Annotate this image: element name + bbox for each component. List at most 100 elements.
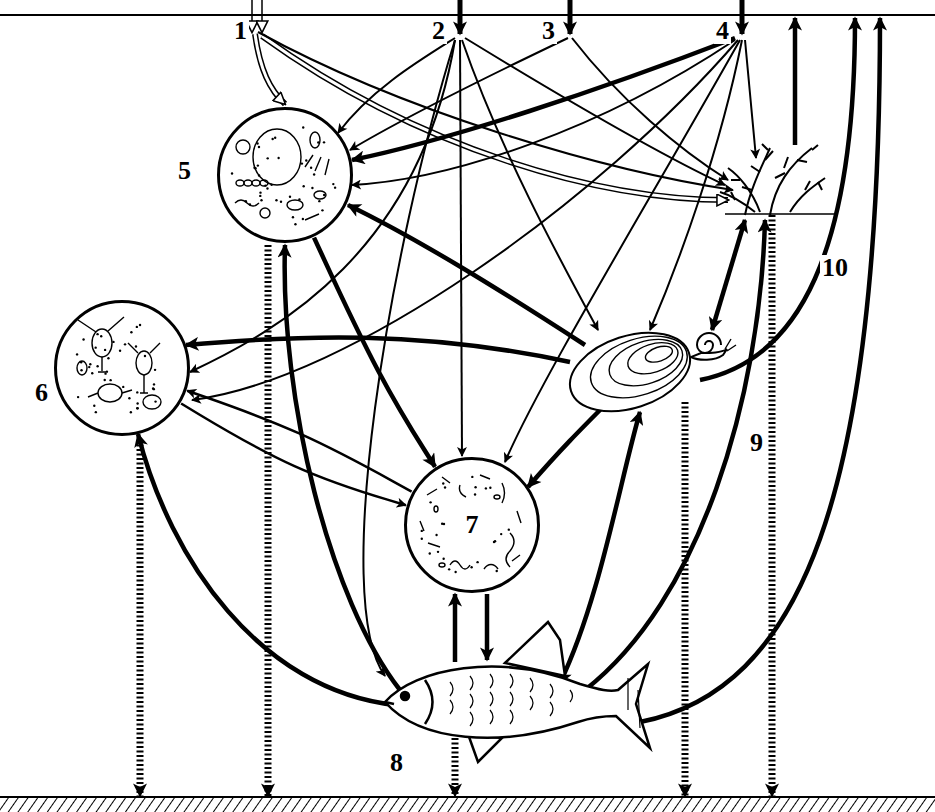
organism (314, 191, 326, 199)
particle-dot (144, 355, 146, 357)
particle-dot (274, 137, 276, 139)
thin-flow-arrows-part (462, 40, 598, 330)
aquatic-plant-part (731, 144, 822, 200)
particle-dot (441, 522, 443, 524)
callout-number: 4 (714, 18, 731, 44)
thick-flow-arrows-part (712, 220, 745, 330)
organism (305, 155, 329, 175)
flow-arrow (181, 404, 406, 506)
thick-flow-arrows-part (186, 337, 570, 362)
organism (494, 495, 500, 499)
particle-dot (257, 164, 259, 166)
particle-dot (275, 199, 277, 201)
particle-dot (323, 194, 325, 196)
particle-dot (313, 173, 315, 175)
callout-number: 7 (464, 512, 481, 538)
organism-doodles (76, 317, 161, 413)
particle-dot (302, 185, 304, 187)
particle-dot (302, 218, 304, 220)
sedimentation-arrows-part (682, 402, 689, 796)
particle-dot (289, 196, 291, 198)
organism (236, 180, 244, 186)
particle-dot (485, 487, 487, 489)
particle-dot (89, 363, 91, 365)
bacteria-circle: 7 (404, 457, 540, 593)
callout-number: 6 (33, 380, 50, 406)
water-surface-part (0, 14, 935, 16)
organism (236, 140, 250, 154)
particle-dot (253, 166, 255, 168)
particle-dot (448, 568, 450, 570)
particle-dot (107, 357, 109, 359)
input-arrow-icons-part (568, 0, 573, 34)
thick-flow-arrows-part (453, 594, 458, 662)
thin-flow-arrows-part (190, 40, 455, 372)
mollusc-part-part (583, 325, 695, 409)
particle-dot (435, 534, 437, 536)
thin-flow-arrows (190, 32, 756, 676)
particle-dot (91, 372, 93, 374)
mollusc-part-part (725, 339, 736, 351)
particle-dot (264, 184, 266, 186)
particle-dot (493, 541, 495, 543)
particle-dot (88, 366, 90, 368)
callout-number: 1 (232, 18, 249, 44)
particle-dot (76, 353, 78, 355)
particle-dot (429, 552, 431, 554)
organism (459, 485, 520, 569)
sedimentation-arrows-part (769, 215, 776, 796)
particle-dot (112, 341, 114, 343)
flow-arrow (187, 391, 411, 492)
particle-dot (471, 476, 473, 478)
particle-dot (421, 530, 423, 532)
particle-dot (96, 333, 98, 335)
thin-flow-arrows-part (745, 40, 756, 158)
organism (427, 483, 514, 567)
particle-dot (104, 379, 106, 381)
thick-flow-arrows-part (585, 220, 765, 690)
particle-dot (122, 386, 124, 388)
callout-number: 8 (388, 750, 405, 776)
sedimentation-arrows-part (265, 245, 272, 796)
callout-number: 2 (430, 18, 447, 44)
particle-dot (82, 338, 84, 340)
particle-dot (271, 138, 273, 140)
particle-dot (128, 397, 130, 399)
thin-flow-arrows-part (338, 38, 455, 133)
bottom-ground (0, 797, 935, 812)
organism (287, 200, 303, 210)
particle-dot (152, 387, 154, 389)
particle-dot (318, 200, 320, 202)
particle-dot (94, 346, 96, 348)
aquatic-plant-part (725, 213, 835, 215)
particle-dot (489, 487, 491, 489)
particle-dot (77, 396, 79, 398)
mollusc-part-part (624, 337, 682, 380)
organism (439, 563, 445, 567)
thin-flow-arrows-part (460, 40, 462, 456)
organism (253, 129, 301, 185)
particle-dot (136, 407, 138, 409)
thick-flow-arrows-part (485, 594, 490, 660)
sedimentation-arrows-part (452, 738, 459, 796)
particle-dot (119, 350, 121, 352)
thin-flow-arrows-part (650, 40, 742, 330)
particle-dot (508, 528, 510, 530)
fish-part (450, 674, 640, 728)
particle-dot (496, 570, 498, 572)
particle-dot (249, 203, 251, 205)
particle-dot (136, 402, 138, 404)
particle-dot (474, 493, 476, 495)
particle-dot (476, 561, 478, 563)
mollusc-part (691, 333, 736, 360)
circle-border (219, 109, 352, 242)
particle-dot (470, 566, 472, 568)
particle-dot (130, 411, 132, 413)
thick-flow-arrows-part (528, 400, 610, 487)
organism (434, 506, 438, 512)
particle-dot (305, 159, 307, 161)
organism (128, 343, 160, 393)
particle-dot (474, 486, 476, 488)
particle-dot (323, 141, 325, 143)
callout-number: 3 (540, 18, 557, 44)
